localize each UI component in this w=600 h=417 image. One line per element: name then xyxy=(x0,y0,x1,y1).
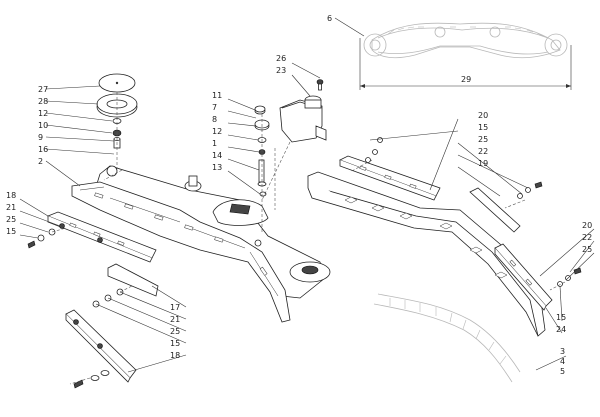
callout-16: 16 xyxy=(38,145,48,154)
callout-20-lower: 20 xyxy=(582,221,592,230)
callout-4: 4 xyxy=(560,357,565,366)
center-fastener-stack xyxy=(254,105,276,232)
callout-10: 10 xyxy=(38,121,48,130)
right-guide-channel xyxy=(307,137,582,337)
callout-26: 26 xyxy=(276,54,286,63)
callout-12-left: 12 xyxy=(38,109,48,118)
callout-21-upper: 21 xyxy=(6,203,16,212)
callout-6: 6 xyxy=(327,14,332,23)
callout-13: 13 xyxy=(212,163,222,172)
callout-22-lower: 22 xyxy=(582,233,592,242)
callout-18-lower: 18 xyxy=(170,351,180,360)
ghost-chain-lower xyxy=(373,293,521,383)
callout-9: 9 xyxy=(38,133,43,142)
callout-7: 7 xyxy=(212,103,217,112)
left-guide-rail-lower xyxy=(65,263,159,389)
callout-5: 5 xyxy=(560,367,565,376)
assembly-dashed-lines xyxy=(51,141,566,385)
callout-29: 29 xyxy=(461,75,471,84)
callout-3: 3 xyxy=(560,347,565,356)
callout-19: 19 xyxy=(478,159,488,168)
chain-overview-assembly xyxy=(334,17,572,90)
callout-15-right-lower: 15 xyxy=(556,313,566,322)
callout-15-lower: 15 xyxy=(170,339,180,348)
left-pulley-stack xyxy=(96,73,138,168)
callout-12-center: 12 xyxy=(212,127,222,136)
callout-labels: 6 29 26 23 27 28 12 10 9 16 2 11 7 8 12 … xyxy=(6,14,592,376)
callout-17: 17 xyxy=(170,303,180,312)
callout-25-lower: 25 xyxy=(170,327,180,336)
callout-27: 27 xyxy=(38,85,48,94)
callout-24: 24 xyxy=(556,325,566,334)
main-housing xyxy=(71,165,331,323)
callout-20-upper: 20 xyxy=(478,111,488,120)
callout-28: 28 xyxy=(38,97,48,106)
callout-21-lower: 21 xyxy=(170,315,180,324)
callout-11: 11 xyxy=(212,91,222,100)
callout-25-right-upper: 25 xyxy=(478,135,488,144)
callout-2: 2 xyxy=(38,157,43,166)
callout-15-upper: 15 xyxy=(6,227,16,236)
callout-8: 8 xyxy=(212,115,217,124)
callout-25-upper: 25 xyxy=(6,215,16,224)
callout-23: 23 xyxy=(276,66,286,75)
leader-lines xyxy=(19,62,595,373)
callout-18-upper: 18 xyxy=(6,191,16,200)
gearbox-cover xyxy=(279,79,327,143)
callout-1: 1 xyxy=(212,139,217,148)
callout-25-right-lower: 25 xyxy=(582,245,592,254)
callout-14: 14 xyxy=(212,151,222,160)
callout-22-upper: 22 xyxy=(478,147,488,156)
left-guide-rail-upper xyxy=(27,211,157,263)
callout-15-right-upper: 15 xyxy=(478,123,488,132)
